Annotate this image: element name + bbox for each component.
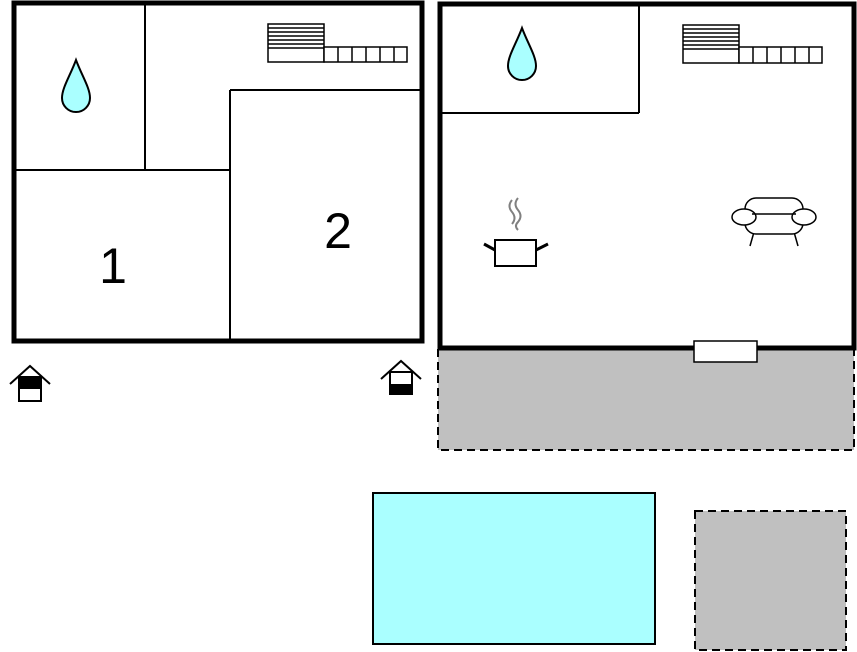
room-label-1: 1: [99, 238, 127, 294]
house-entrance-icon: [9, 364, 51, 402]
water-drop-icon: [506, 25, 538, 81]
stairs-icon: [267, 23, 408, 63]
sofa-icon: [731, 197, 817, 247]
room-label-2: 2: [324, 203, 352, 259]
stairs-icon: [682, 24, 823, 64]
terrace-door: [693, 340, 758, 363]
left-floor-partitions: [14, 3, 422, 341]
outdoor-area: [694, 510, 847, 651]
water-drop-icon: [60, 57, 92, 113]
cooking-pot-icon: [483, 197, 549, 267]
house-entrance-icon: [380, 359, 422, 395]
right-floor-partitions: [440, 4, 640, 114]
terrace-area: [437, 347, 855, 451]
swimming-pool: [372, 492, 656, 645]
